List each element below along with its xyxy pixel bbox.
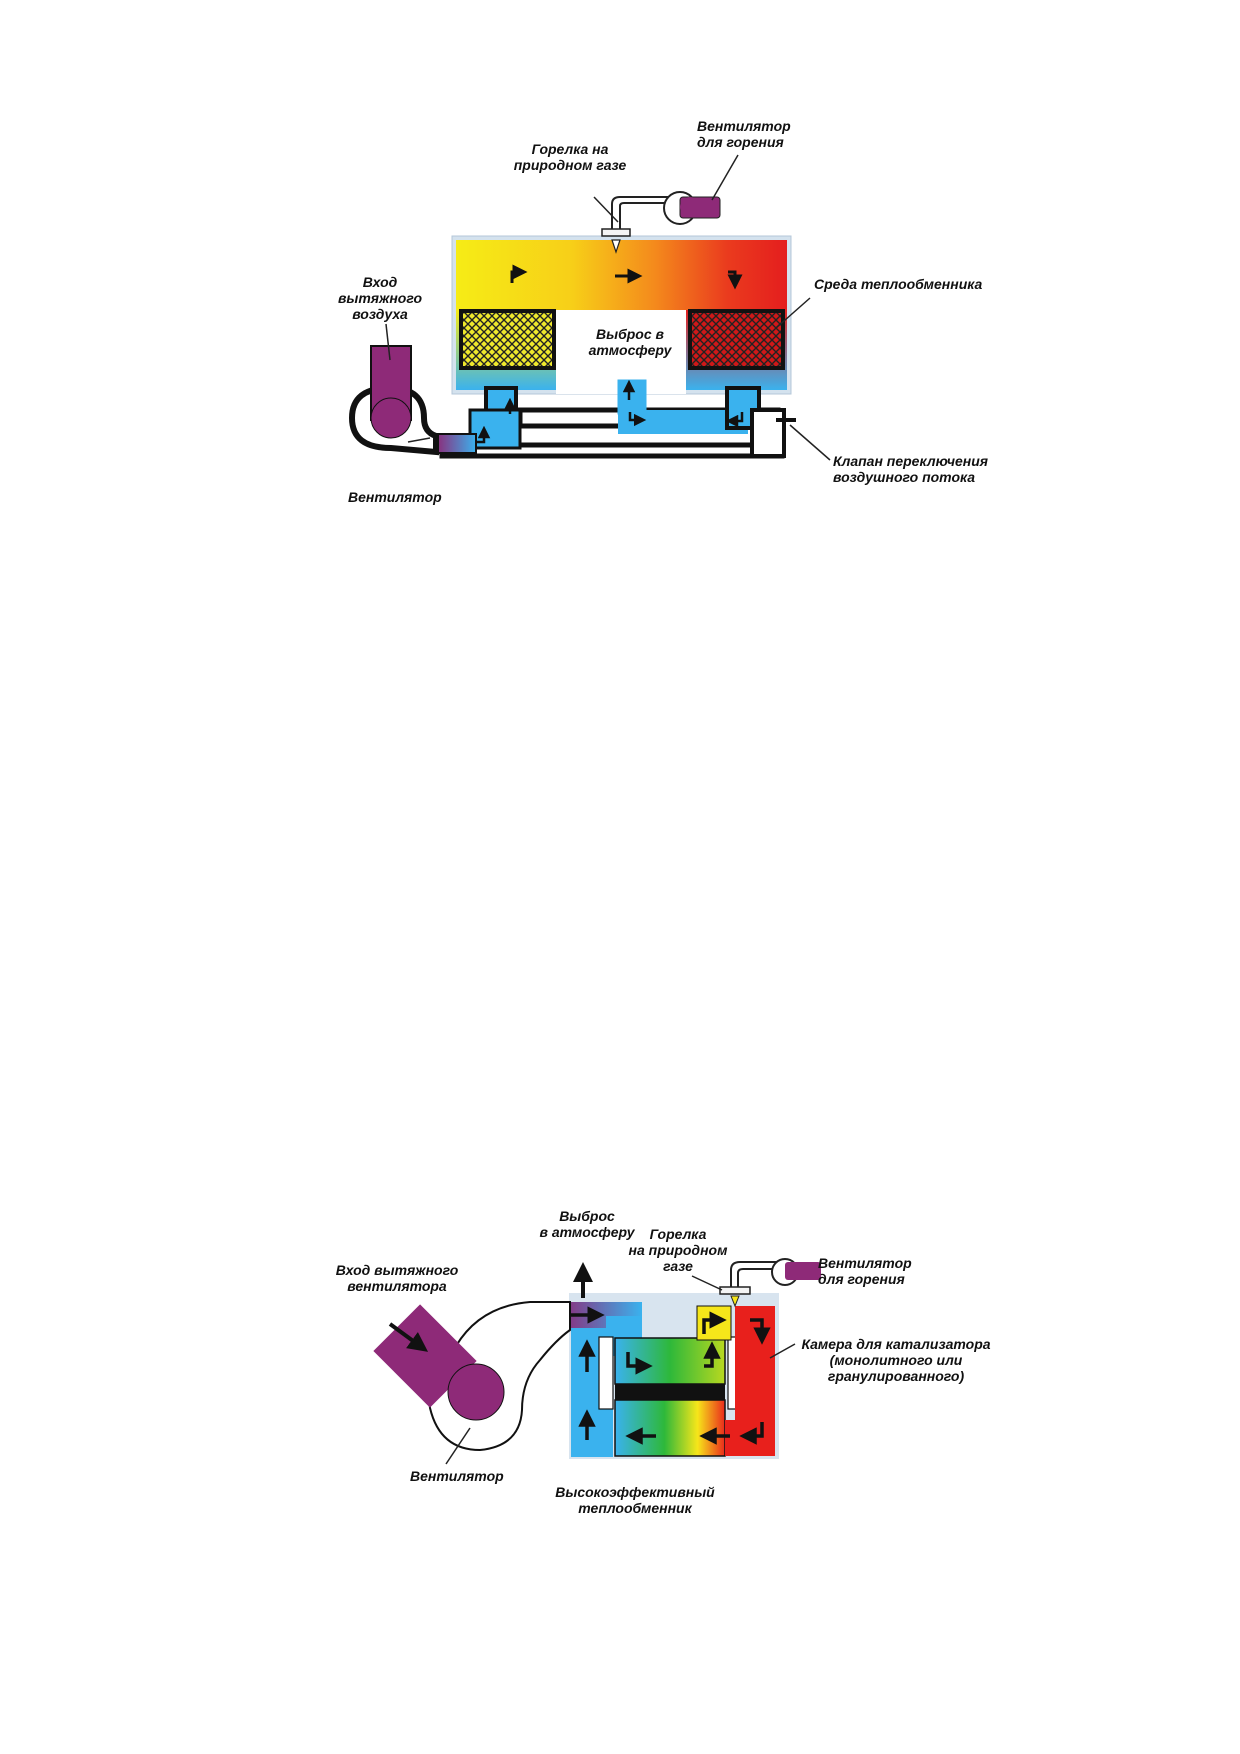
hot-mix [725, 1420, 775, 1456]
leader-line [691, 1275, 723, 1291]
label-burner: Горелка на природном газе [513, 141, 627, 173]
exchanger-upper [614, 1337, 726, 1385]
fan-duct [435, 433, 477, 454]
label-catalyst-chamber: Камера для катализатора (монолитного или… [801, 1336, 991, 1384]
leader-line [775, 297, 811, 329]
gas-burner-bottom [719, 1261, 782, 1308]
combustion-fan-bottom-icon [771, 1258, 821, 1286]
label-atmosphere-bottom: Выброс в атмосферу [539, 1208, 635, 1240]
catalyst-yellow [696, 1305, 732, 1341]
label-fan: Вентилятор [348, 489, 442, 505]
flow-arrow [727, 270, 743, 290]
regenerative-oxidizer-diagram [348, 154, 831, 461]
label-combustion-fan: Вентилятор для горения [697, 118, 791, 150]
valve-block-right [750, 408, 786, 458]
heat-exchange-media-left [459, 309, 556, 370]
flow-arrow [750, 1318, 771, 1345]
leader-line [711, 154, 739, 201]
combustion-fan-icon [663, 191, 721, 225]
label-burner-bottom: Горелка на природном газе [628, 1226, 728, 1274]
label-atmosphere: Выброс в атмосферу [588, 326, 672, 358]
flow-arrow [476, 425, 491, 444]
flow-arrow [702, 1311, 727, 1334]
leader-line [445, 1427, 471, 1465]
fan-bottom-icon [373, 1301, 571, 1452]
flow-arrow [703, 1341, 721, 1368]
fan-icon [348, 345, 439, 456]
exchanger-lower [614, 1399, 726, 1457]
label-exhaust-inlet-bottom: Вход вытяжного вентилятора [335, 1262, 459, 1294]
label-heat-media: Среда теплообменника [814, 276, 983, 292]
flow-arrow [739, 1422, 764, 1445]
flow-arrow [510, 264, 528, 283]
leader-line [593, 196, 619, 223]
catalytic-oxidizer-diagram [373, 1258, 821, 1465]
gas-burner [601, 196, 668, 254]
label-fan-bottom: Вентилятор [410, 1468, 504, 1484]
leader-line [789, 424, 831, 461]
exhaust-stack [617, 379, 647, 415]
exchanger-divider [615, 1384, 725, 1400]
leader-line [385, 323, 391, 361]
label-heat-exchanger: Высокоэффективный теплообменник [555, 1484, 715, 1516]
flow-arrow [626, 1352, 653, 1375]
label-valve: Клапан переключения воздушного потока [833, 453, 989, 485]
slot-left [598, 1336, 614, 1410]
flow-arrow [725, 412, 744, 428]
flow-arrow [628, 412, 647, 427]
leader-line [407, 437, 431, 443]
label-combustion-fan-bottom: Вентилятор для горения [818, 1255, 912, 1287]
heat-exchange-media-right [688, 309, 785, 370]
leader-line [769, 1343, 796, 1359]
label-exhaust-inlet: Вход вытяжного воздуха [337, 274, 423, 322]
